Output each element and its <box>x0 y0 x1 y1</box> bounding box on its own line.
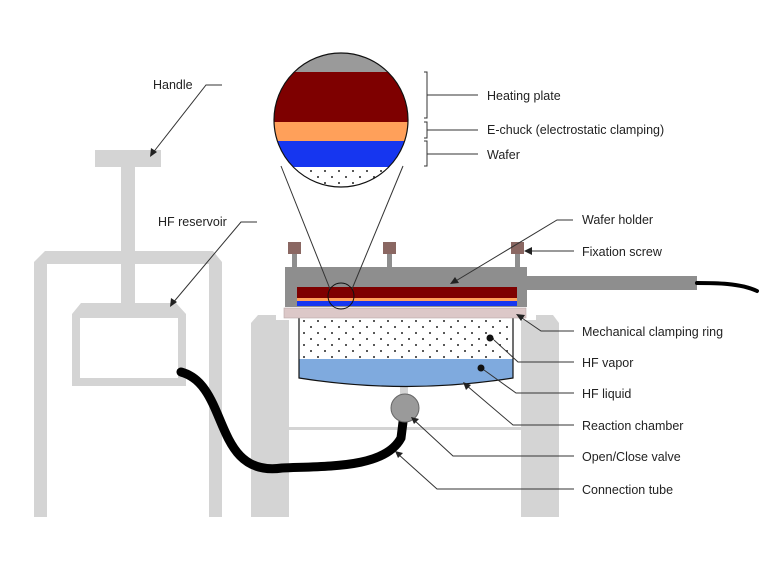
label-open-close-valve: Open/Close valve <box>582 450 681 464</box>
leader-handle <box>150 84 222 157</box>
label-reaction-chamber: Reaction chamber <box>582 419 683 433</box>
label-hf-liquid: HF liquid <box>582 387 631 401</box>
reaction-chamber-stand <box>251 315 559 517</box>
label-mechanical-clamping-ring: Mechanical clamping ring <box>582 325 723 339</box>
label-connection-tube: Connection tube <box>582 483 673 497</box>
reaction-chamber-outline <box>298 318 514 388</box>
label-hf-reservoir: HF reservoir <box>158 215 227 229</box>
leader-connection-tube <box>395 451 574 490</box>
label-fixation-screw: Fixation screw <box>582 245 663 259</box>
leader-wafer-holder <box>450 219 573 284</box>
zoom-source-circle <box>327 282 355 310</box>
valve-stem <box>400 386 408 398</box>
leader-open-close-valve <box>411 417 574 457</box>
leader-reaction-chamber <box>463 382 574 426</box>
zoom-inset-outline <box>273 52 409 188</box>
label-hf-vapor: HF vapor <box>582 356 633 370</box>
connection-tube <box>176 367 409 474</box>
open-close-valve <box>390 393 420 423</box>
handle <box>95 150 161 305</box>
leader-fixation-screw <box>524 247 574 255</box>
fixation-screws <box>288 242 524 267</box>
holder-cable <box>695 281 759 293</box>
label-heating-plate: Heating plate <box>487 89 561 103</box>
mechanical-clamping-ring <box>283 307 527 319</box>
hf-reservoir <box>72 303 186 386</box>
hf-vapor-dots <box>299 318 513 362</box>
hf-liquid <box>299 359 513 387</box>
label-e-chuck: E-chuck (electrostatic clamping) <box>487 123 664 137</box>
zoom-inset <box>274 53 408 187</box>
layer-stack <box>297 287 517 306</box>
leader-hf-liquid <box>477 364 574 394</box>
leader-hf-vapor <box>486 334 574 363</box>
label-wafer-holder: Wafer holder <box>582 213 653 227</box>
leader-mechanical-clamping-ring <box>516 314 574 332</box>
label-wafer: Wafer <box>487 148 520 162</box>
layer-brackets <box>424 71 478 167</box>
holder-arm <box>527 276 697 290</box>
leader-hf-reservoir <box>170 221 257 307</box>
label-handle: Handle <box>153 78 193 92</box>
